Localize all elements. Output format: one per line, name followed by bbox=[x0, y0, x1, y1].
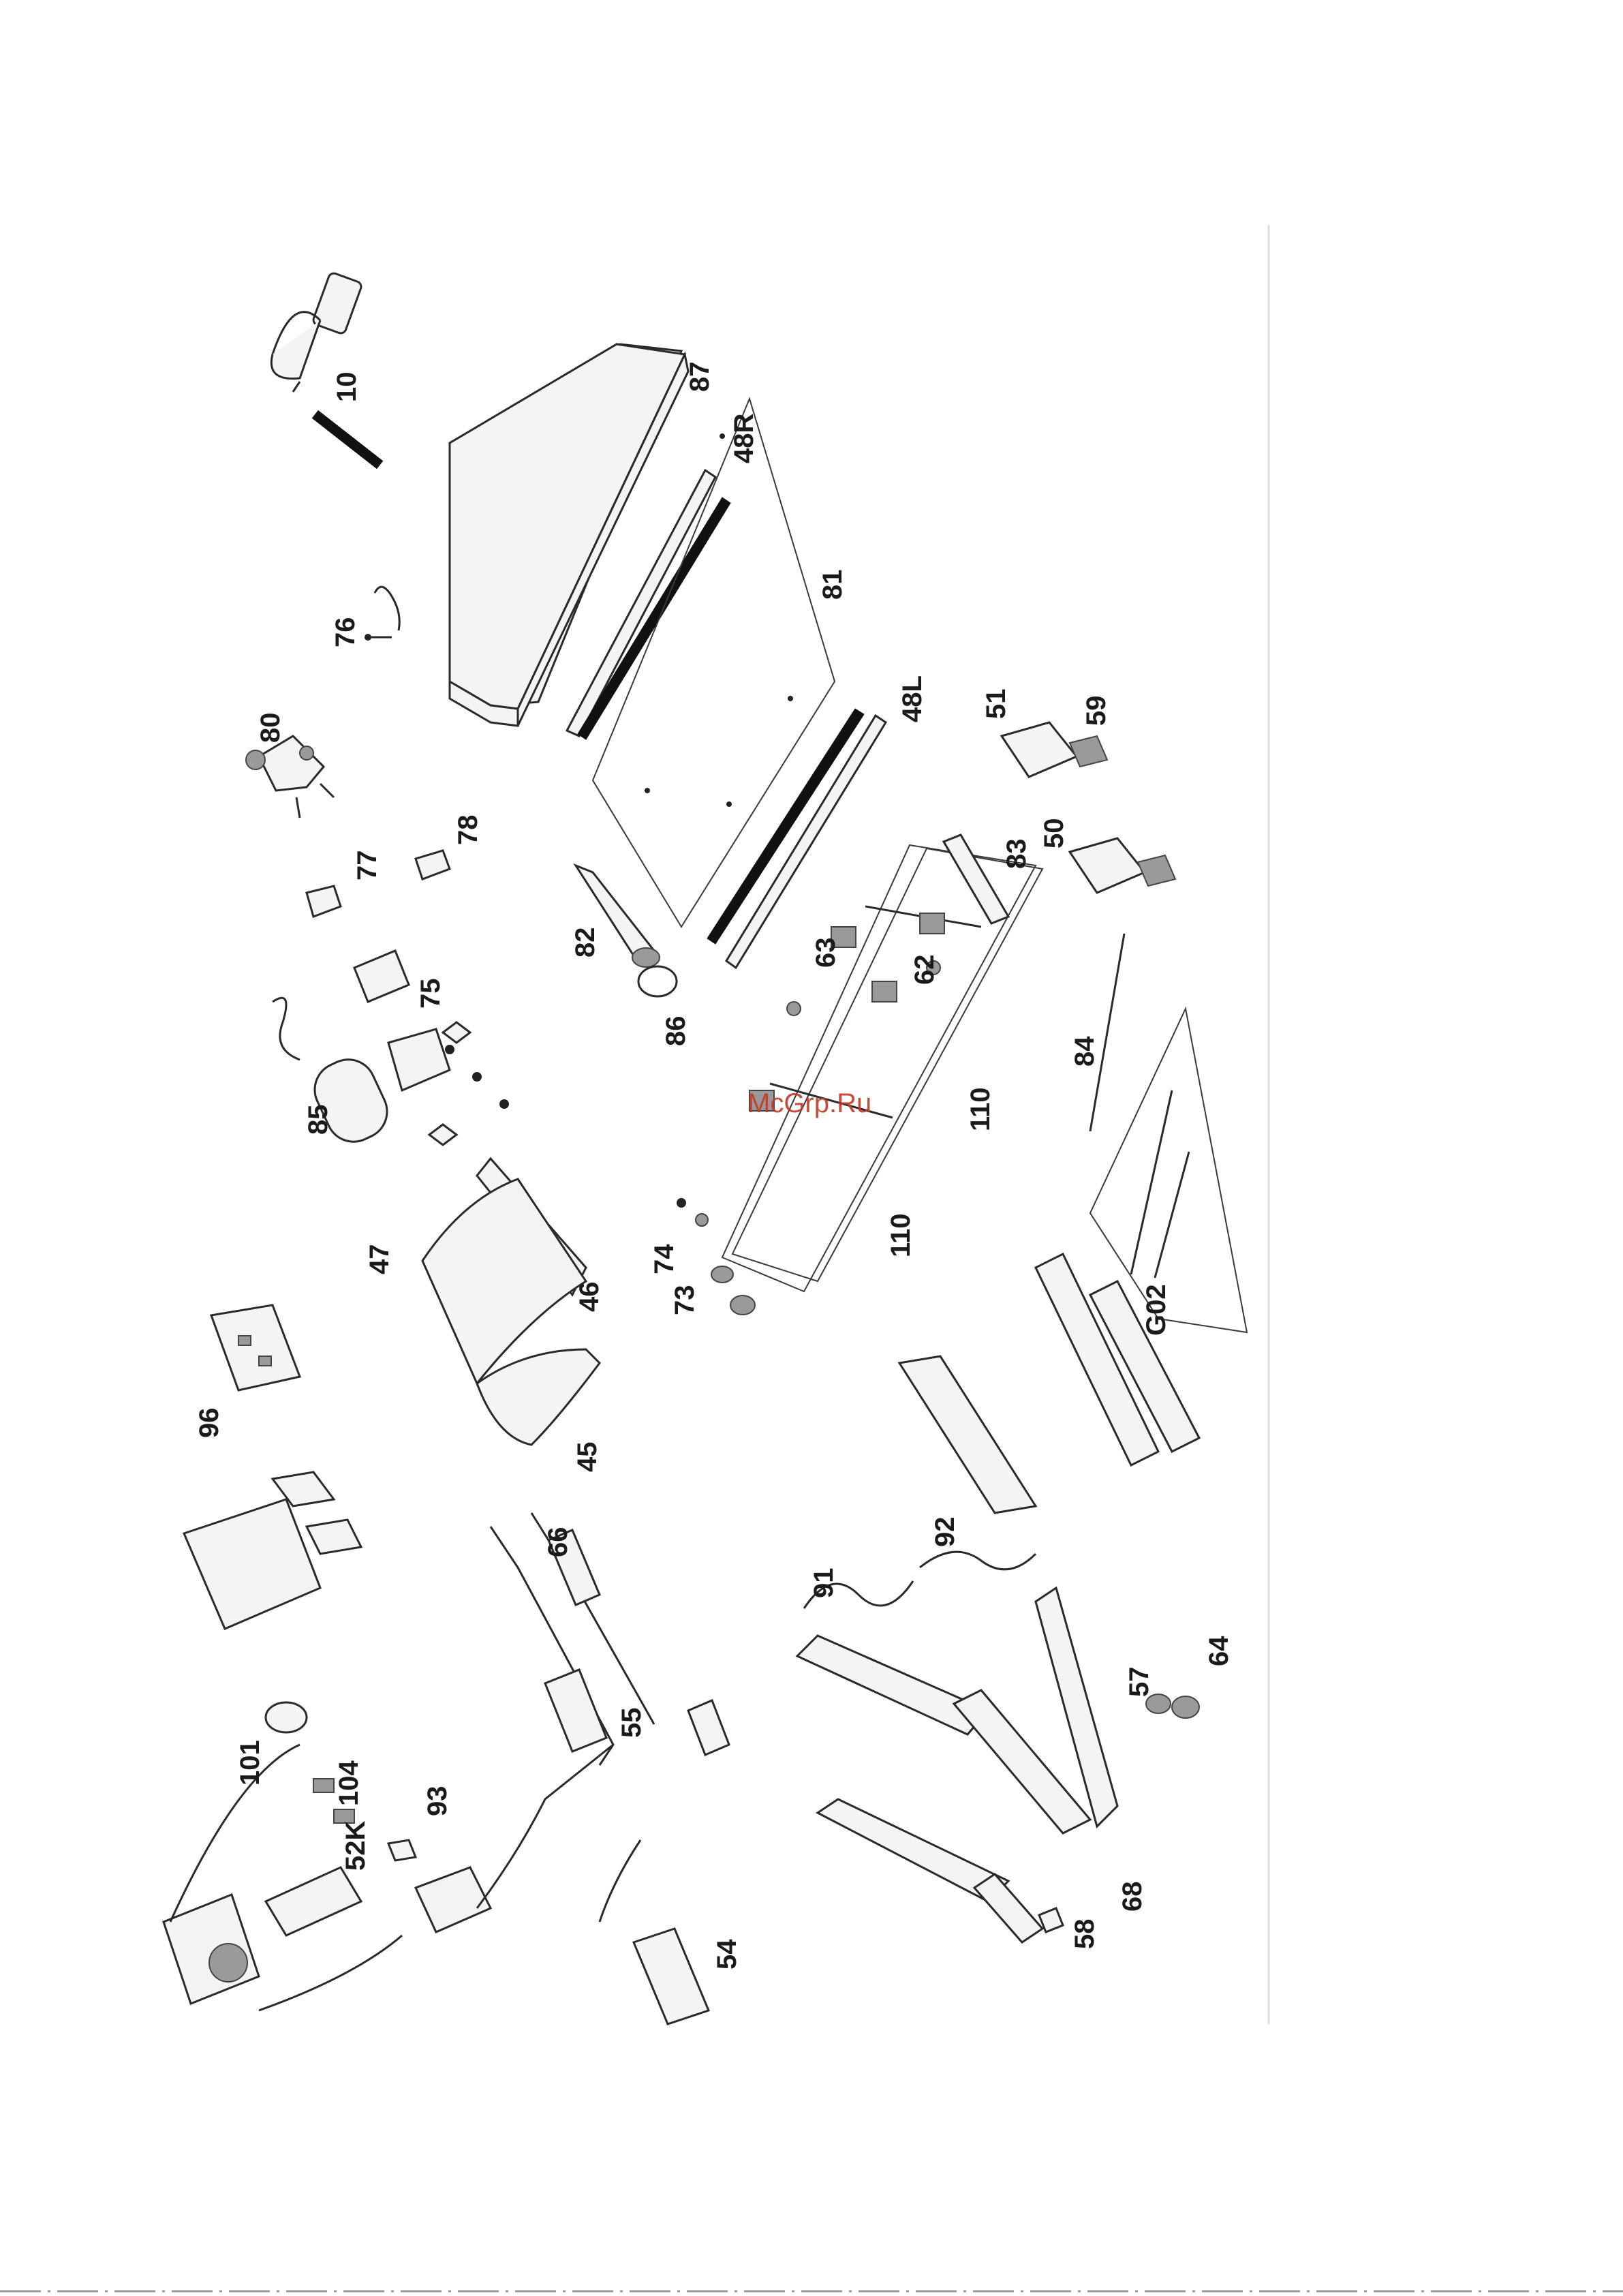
console-assembly bbox=[164, 1472, 402, 2010]
label-86: 86 bbox=[661, 1016, 691, 1047]
label-62: 62 bbox=[910, 955, 940, 985]
label-92: 92 bbox=[930, 1517, 960, 1548]
label-54: 54 bbox=[712, 1939, 742, 1970]
part-48L-rail bbox=[707, 709, 886, 968]
part-83-front-roller bbox=[944, 835, 1008, 923]
label-55: 55 bbox=[617, 1708, 647, 1739]
part-59-pad bbox=[1070, 736, 1107, 767]
label-93: 93 bbox=[422, 1786, 452, 1817]
label-50: 50 bbox=[1039, 818, 1069, 849]
part-76-cable bbox=[365, 587, 399, 641]
part-77-clip bbox=[307, 886, 341, 917]
label-78: 78 bbox=[453, 815, 483, 846]
part-45-hood-cover bbox=[477, 1349, 600, 1445]
label-74: 74 bbox=[649, 1244, 679, 1274]
label-75: 75 bbox=[416, 979, 446, 1009]
part-55-grip bbox=[545, 1670, 606, 1751]
label-83: 83 bbox=[1002, 839, 1032, 870]
label-68: 68 bbox=[1117, 1882, 1147, 1912]
label-77: 77 bbox=[352, 851, 382, 881]
label-51: 51 bbox=[981, 689, 1011, 720]
part-93-clip bbox=[388, 1840, 491, 1932]
label-87: 87 bbox=[685, 362, 715, 393]
label-66: 66 bbox=[543, 1527, 573, 1558]
label-57: 57 bbox=[1124, 1667, 1154, 1698]
label-47: 47 bbox=[365, 1244, 395, 1275]
label-48R: 48R bbox=[729, 414, 759, 463]
part-crossbar bbox=[899, 1356, 1036, 1513]
label-85: 85 bbox=[303, 1105, 333, 1135]
part-54-grip bbox=[634, 1929, 709, 2024]
label-52K: 52K bbox=[341, 1821, 371, 1871]
label-64: 64 bbox=[1204, 1636, 1234, 1666]
label-59: 59 bbox=[1081, 696, 1111, 726]
watermark-text: McGrp.Ru bbox=[747, 1088, 871, 1118]
part-lower-frame bbox=[1036, 1254, 1199, 1465]
label-110-b: 110 bbox=[886, 1213, 916, 1257]
label-46: 46 bbox=[574, 1282, 604, 1313]
part-87-deck bbox=[450, 344, 688, 726]
label-104: 104 bbox=[334, 1760, 364, 1806]
label-84: 84 bbox=[1070, 1036, 1100, 1067]
label-91: 91 bbox=[809, 1568, 839, 1599]
label-45: 45 bbox=[572, 1442, 602, 1473]
label-G02: G02 bbox=[1141, 1284, 1171, 1336]
label-82: 82 bbox=[570, 928, 600, 958]
label-76: 76 bbox=[330, 617, 360, 648]
part-grip-mid bbox=[688, 1700, 729, 1755]
label-110-a: 110 bbox=[965, 1087, 995, 1131]
part-upright-frame bbox=[797, 1588, 1117, 1942]
part-86-drive-belt bbox=[638, 966, 677, 996]
label-10: 10 bbox=[332, 372, 362, 403]
label-81: 81 bbox=[818, 570, 848, 600]
label-96: 96 bbox=[194, 1408, 224, 1439]
label-48L: 48L bbox=[897, 675, 927, 722]
part-51-cover bbox=[1002, 722, 1077, 777]
label-101: 101 bbox=[235, 1740, 265, 1786]
label-73: 73 bbox=[670, 1285, 700, 1316]
part-78-block bbox=[416, 851, 450, 879]
part-bar-black bbox=[312, 411, 382, 469]
part-75-bracket bbox=[354, 951, 409, 1002]
part-92-cable bbox=[920, 1552, 1036, 1570]
part-50-cover bbox=[1070, 838, 1175, 893]
part-84-rod bbox=[1090, 934, 1124, 1131]
part-96-panel bbox=[211, 1305, 300, 1390]
part-64-wheel bbox=[1172, 1696, 1199, 1718]
part-80-lift-bracket bbox=[246, 736, 334, 818]
label-58: 58 bbox=[1070, 1919, 1100, 1950]
label-80: 80 bbox=[256, 713, 285, 744]
label-63: 63 bbox=[811, 938, 841, 968]
